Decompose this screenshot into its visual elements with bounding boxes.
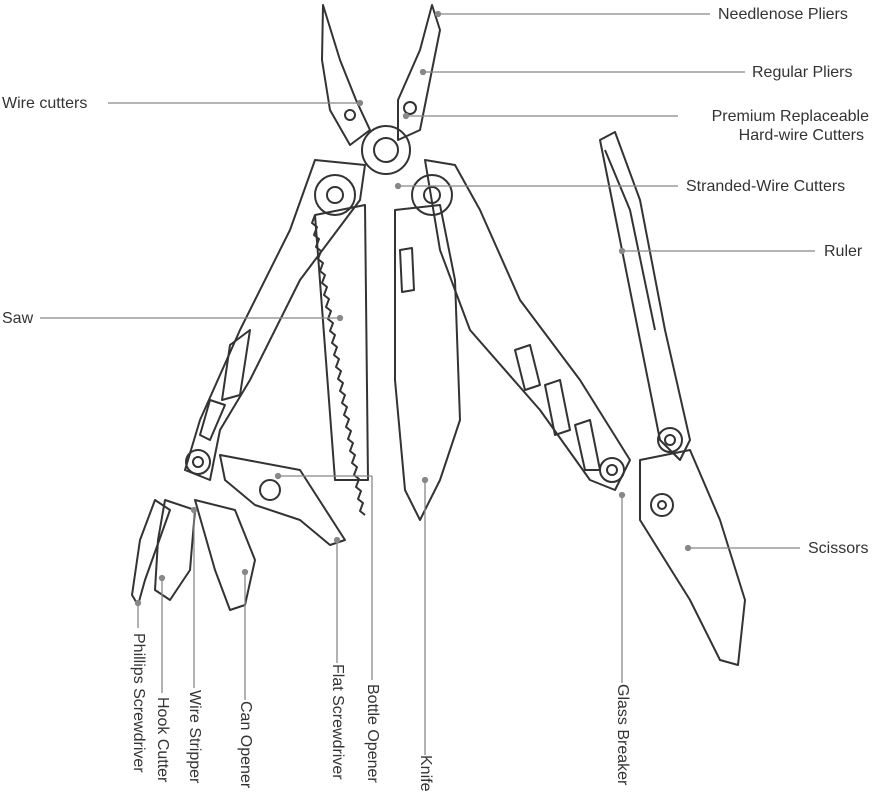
label-saw: Saw (2, 310, 34, 327)
label-phillips-screwdriver: Phillips Screwdriver (130, 633, 147, 773)
label-knife: Knife (417, 755, 434, 792)
label-can-opener: Can Opener (237, 701, 254, 789)
hook-cutter-tool (154, 499, 196, 601)
bottle-opener-tool (219, 454, 346, 546)
label-needlenose-pliers: Needlenose Pliers (718, 6, 848, 23)
label-flat-screwdriver: Flat Screwdriver (329, 664, 346, 780)
label-hook-cutter: Hook Cutter (154, 697, 171, 783)
plier-jaw-left (321, 4, 371, 146)
label-bottle-opener: Bottle Opener (364, 684, 381, 783)
phillips-tool (131, 499, 171, 606)
label-glass-breaker: Glass Breaker (614, 684, 631, 786)
knife-blade (394, 204, 461, 521)
label-stranded-wire-cutters: Stranded-Wire Cutters (686, 178, 846, 195)
label-wire-stripper: Wire Stripper (186, 690, 203, 784)
saw-blade (314, 204, 369, 481)
left-handle (184, 159, 366, 481)
label-regular-pliers: Regular Pliers (752, 64, 853, 81)
pivot (361, 125, 411, 175)
label-ruler: Ruler (824, 243, 863, 260)
label-premium-cutters-2: Hard-wire Cutters (738, 127, 864, 144)
label-premium-cutters-1: Premium Replaceable (711, 108, 869, 125)
ruler (599, 131, 691, 461)
label-scissors: Scissors (808, 540, 869, 557)
scissors (639, 449, 746, 666)
can-opener-tool (194, 499, 256, 611)
plier-jaw-right (397, 4, 441, 141)
label-wire-cutters: Wire cutters (2, 95, 88, 112)
